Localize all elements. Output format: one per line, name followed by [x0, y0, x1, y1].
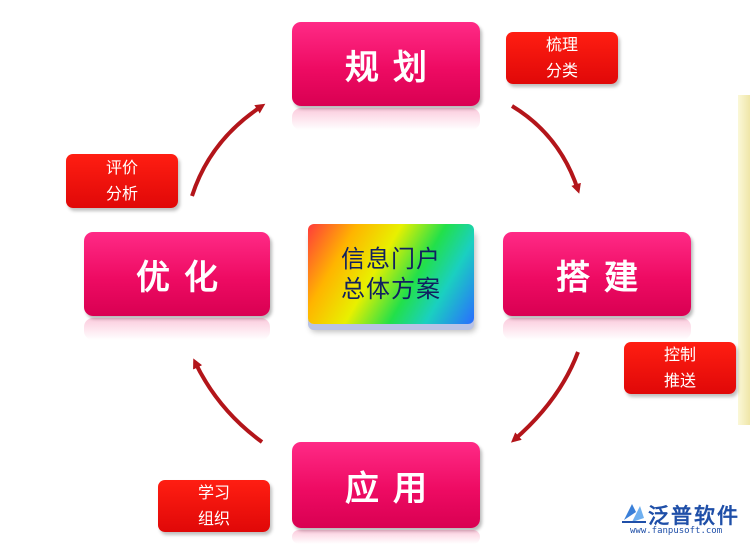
node-build: 搭建 [503, 232, 691, 316]
center-line-1: 信息门户 [341, 245, 441, 273]
arrow-optimize-to-plan [190, 103, 266, 197]
center-line-2: 总体方案 [341, 275, 441, 303]
tag-control-push-line-2: 推送 [663, 371, 696, 390]
node-optimize-reflection [84, 318, 270, 340]
tag-control-push: 控制 推送 [624, 342, 736, 394]
logo-url: www.fanpusoft.com [630, 526, 723, 536]
company-logo: 泛普软件 www.fanpusoft.com [620, 498, 746, 542]
arrow-plan-to-build [510, 104, 581, 194]
tag-learn-organize-line-2: 组织 [197, 509, 230, 528]
node-apply: 应用 [292, 442, 480, 528]
node-optimize-label: 优化 [136, 257, 232, 298]
node-build-label: 搭建 [556, 257, 652, 298]
tag-sort-classify-line-1: 梳理 [545, 35, 578, 54]
tag-sort-classify-line-2: 分类 [545, 61, 578, 80]
tag-learn-organize-line-1: 学习 [197, 483, 230, 502]
center-box: 信息门户 总体方案 [308, 224, 474, 324]
logo-name: 泛普软件 [648, 504, 740, 528]
tag-evaluate-analyze: 评价 分析 [66, 154, 178, 208]
node-apply-label: 应用 [345, 468, 441, 509]
tag-learn-organize: 学习 组织 [158, 480, 270, 532]
arrow-build-to-apply [510, 351, 580, 443]
node-plan: 规划 [292, 22, 480, 106]
node-apply-reflection [292, 530, 480, 544]
tag-evaluate-analyze-line-1: 评价 [105, 158, 138, 177]
node-optimize: 优化 [84, 232, 270, 316]
arrow-apply-to-optimize [193, 358, 264, 444]
node-plan-label: 规划 [345, 47, 441, 88]
tag-control-push-line-1: 控制 [663, 345, 696, 364]
tag-evaluate-analyze-line-2: 分析 [105, 184, 138, 203]
slide-edge-decoration [738, 95, 750, 425]
tag-sort-classify: 梳理 分类 [506, 32, 618, 84]
node-build-reflection [503, 318, 691, 340]
logo-mark-icon [622, 504, 646, 523]
node-plan-reflection [292, 108, 480, 130]
